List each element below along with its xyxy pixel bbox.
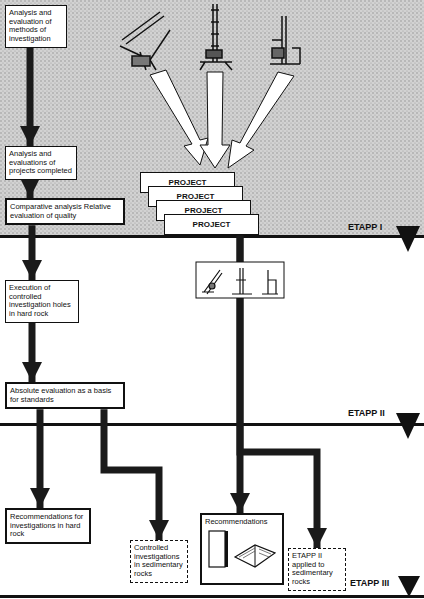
stage-label: ETAPP III bbox=[350, 578, 389, 588]
process-box: Analysis and evaluation of methods of in… bbox=[5, 5, 67, 48]
flow-arrow bbox=[29, 323, 36, 383]
box-text: Absolute evaluation as a basis for stand… bbox=[10, 387, 120, 404]
process-box: Execution of controlled investigation ho… bbox=[5, 280, 79, 323]
planned-box: Controlled investigations in sedimentary… bbox=[130, 540, 188, 583]
converging-arrows bbox=[150, 70, 294, 168]
stage-lines bbox=[0, 226, 424, 598]
flow-arrow bbox=[104, 409, 159, 540]
flow-arrow bbox=[27, 48, 34, 147]
box-text: Analysis and evaluation of methods of in… bbox=[9, 9, 63, 44]
method-icons-box bbox=[196, 262, 284, 298]
project-card: PROJECT bbox=[164, 214, 259, 235]
flow-arrow bbox=[27, 180, 34, 198]
stippled-ground bbox=[0, 0, 424, 236]
process-box: Analysis and evaluations of projects com… bbox=[5, 146, 77, 180]
box-text: Controlled investigations in sedimentary… bbox=[134, 544, 184, 579]
process-box: Recommendations bbox=[200, 513, 284, 585]
drill-rig-illustrations bbox=[120, 4, 300, 70]
box-text: Recommendations for investigations in ha… bbox=[10, 513, 86, 539]
box-text: Recommendations bbox=[205, 518, 279, 527]
flow-arrow bbox=[37, 409, 44, 508]
process-box: Comparative analysis Relative evaluation… bbox=[5, 198, 125, 225]
book-icons bbox=[205, 527, 279, 573]
flow-arrow bbox=[29, 225, 36, 280]
box-text: ETAPP II applied to sedimentary rocks bbox=[292, 552, 342, 587]
box-text: Analysis and evaluations of projects com… bbox=[9, 150, 73, 176]
box-text: Comparative analysis Relative evaluation… bbox=[10, 203, 120, 220]
process-box: Absolute evaluation as a basis for stand… bbox=[5, 382, 125, 409]
box-text: Execution of controlled investigation ho… bbox=[9, 284, 75, 319]
stage-label: ETAPP I bbox=[348, 222, 382, 232]
process-box: Recommendations for investigations in ha… bbox=[5, 508, 91, 544]
box-text: PROJECT bbox=[167, 220, 256, 229]
planned-box: ETAPP II applied to sedimentary rocks bbox=[288, 548, 346, 591]
stage-label: ETAPP II bbox=[348, 408, 385, 418]
